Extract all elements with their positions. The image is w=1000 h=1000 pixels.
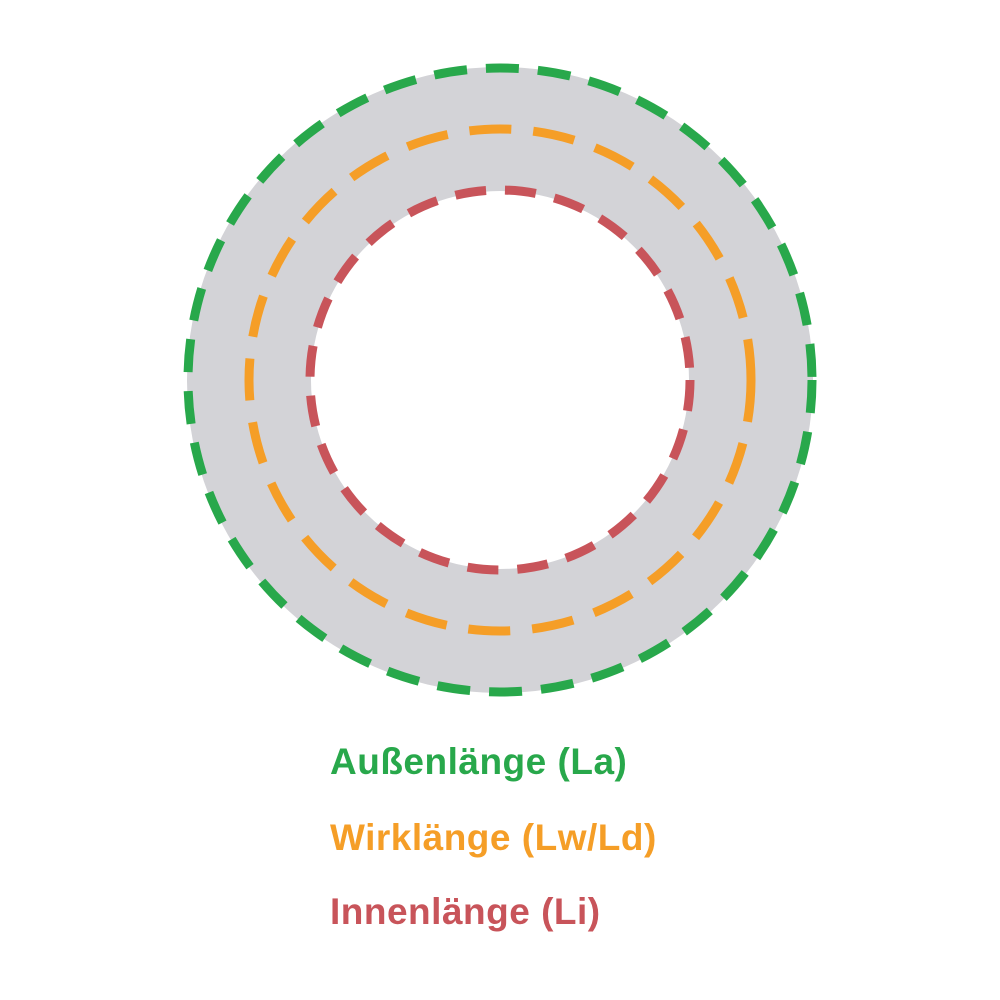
inner-length-circle (305, 185, 695, 575)
outer-length-label: Außenlänge (La) (330, 741, 627, 782)
middle-length-circle (244, 124, 756, 636)
inner-length-label: Innenlänge (Li) (330, 891, 601, 932)
outer-length-circle (183, 63, 817, 697)
middle-length-label: Wirklänge (Lw/Ld) (330, 817, 657, 858)
